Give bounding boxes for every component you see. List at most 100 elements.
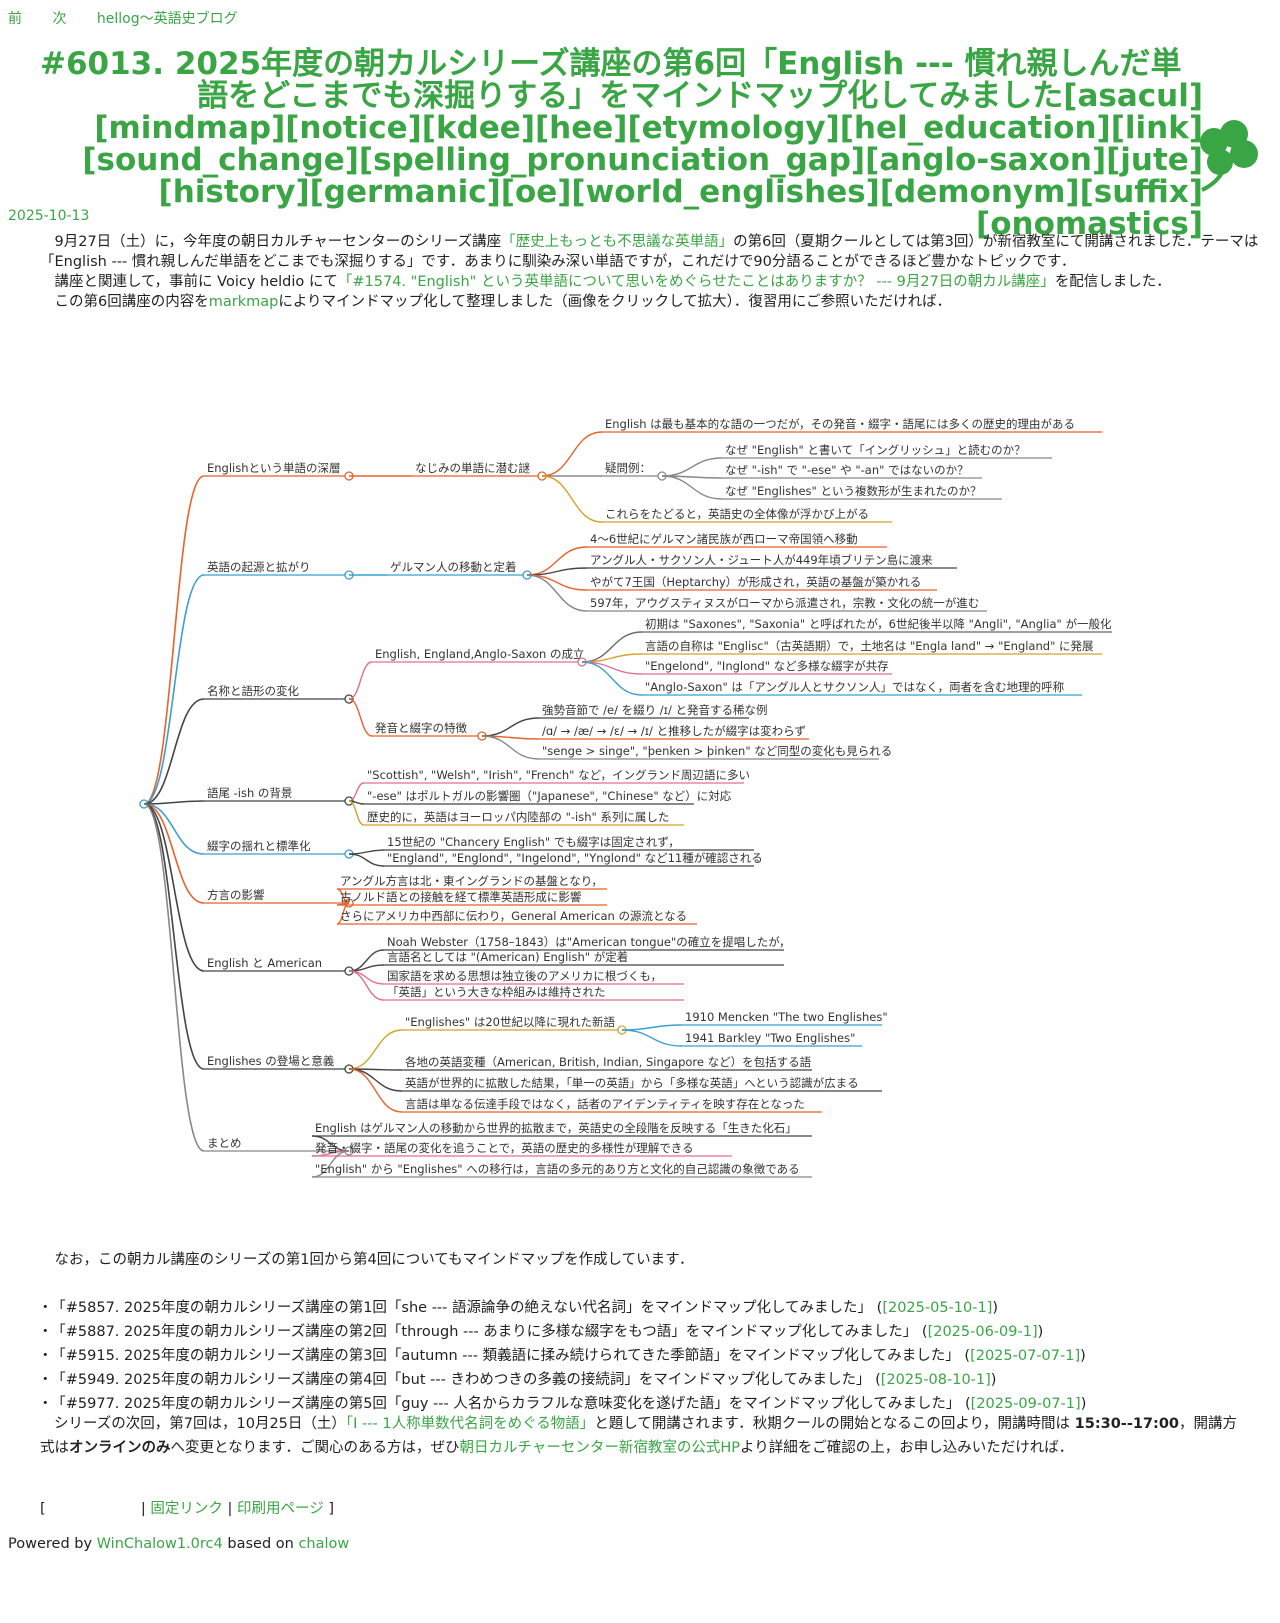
- mindmap-branch: まとめ: [207, 1136, 242, 1150]
- series-item-link[interactable]: [2025-09-07-1]: [970, 1396, 1081, 1412]
- after-intro: なお，この朝カル講座のシリーズの第1回から第4回についてもマインドマップを作成し…: [54, 1252, 694, 1268]
- mindmap-branch: 名称と語形の変化: [207, 684, 299, 698]
- mindmap-leaf: 国家語を求める思想は独立後のアメリカに根づくも，: [387, 969, 662, 983]
- mindmap-leaf: "senge > singe", "þenken > þinken" など同型の…: [542, 744, 892, 758]
- mindmap-leaf: "English" から "Englishes" への移行は，言語の多元的あり方…: [315, 1162, 800, 1176]
- mindmap-leaf: 英語が世界的に拡散した結果，「単一の英語」から「多様な英語」へという認識が広まる: [405, 1076, 859, 1090]
- mindmap-edge: [481, 735, 540, 760]
- mindmap-leaf: Noah Webster（1758–1843）は"American tongue…: [387, 935, 791, 949]
- text: 9月27日（土）に，今年度の朝日カルチャーセンターのシリーズ講座: [54, 234, 502, 250]
- mindmap-leaf: アングル方言は北・東イングランドの基盤となり，: [340, 874, 603, 888]
- mindmap-leaf: "Anglo-Saxon" は「アングル人とサクソン人」ではなく，両者を含む地理…: [645, 680, 1065, 694]
- mindmap-leaf: やがて7王国（Heptarchy）が形成され，英語の基盤が築かれる: [590, 575, 921, 589]
- post-body: 9月27日（土）に，今年度の朝日カルチャーセンターのシリーズ講座「歴史上もっとも…: [40, 232, 1262, 312]
- powered-by: Powered by WinChalow1.0rc4 based on chal…: [8, 1536, 349, 1552]
- mindmap-branch: English と American: [207, 956, 322, 970]
- mindmap-edge: [541, 431, 603, 477]
- series-link[interactable]: 「歴史上もっとも不思議な英単語」: [501, 234, 734, 250]
- mindmap-edge: [526, 574, 588, 591]
- next-link[interactable]: 次: [52, 11, 67, 27]
- mindmap-edge: [661, 475, 723, 500]
- mindmap-subnode: "Englishes" は20世紀以降に現れた新語: [405, 1015, 615, 1029]
- winchalow-link[interactable]: WinChalow1.0rc4: [96, 1536, 223, 1552]
- series-item-text: 「#5949. 2025年度の朝カルシリーズ講座の第4回「but --- きわめ…: [58, 1372, 881, 1388]
- series-item-link[interactable]: [2025-05-10-1]: [882, 1300, 993, 1316]
- mindmap-edge: [481, 717, 540, 737]
- mindmap-leaf: 発音・綴字・語尾の変化を追うことで，英語の歴史的多様性が理解できる: [315, 1141, 693, 1155]
- text: より詳細をご確認の上，お申し込みいただければ．: [740, 1440, 1074, 1456]
- text: を配信しました．: [1054, 274, 1171, 290]
- text: based on: [227, 1536, 294, 1552]
- mindmap-leaf: なぜ "Englishes" という複数形が生まれたのか？: [725, 484, 981, 498]
- text: と題して開講されます．秋期クールの開始となるこの回より，開講時間は: [594, 1416, 1071, 1432]
- clover-icon: [1200, 120, 1258, 192]
- print-page-link[interactable]: 印刷用ページ: [237, 1501, 324, 1517]
- mindmap-edge: [348, 1029, 403, 1070]
- mindmap-edge: [348, 970, 385, 1001]
- mindmap-leaf: 15世紀の "Chancery English" でも綴字は固定されず，: [387, 835, 680, 849]
- series-item-close: ): [992, 1300, 999, 1316]
- prev-link[interactable]: 前: [8, 11, 22, 27]
- mindmap-branch: Englishes の登場と意義: [207, 1054, 335, 1068]
- mindmap-leaf: 1941 Barkley "Two Englishes": [685, 1031, 855, 1045]
- mindmap-edge: [143, 803, 205, 904]
- text: この第6回講座の内容を: [54, 294, 209, 310]
- next-session-link[interactable]: 「I --- 1人称単数代名詞をめぐる物語」: [345, 1416, 595, 1432]
- mindmap-edge: [143, 803, 205, 1070]
- paragraph-2: 講座と関連して，事前に Voicy heldio にて「#1574. "Engl…: [40, 272, 1262, 292]
- mindmap-branch: 綴字の揺れと標準化: [207, 839, 311, 853]
- post-date: 2025-10-13: [8, 208, 90, 224]
- mindmap-edge: [621, 1029, 683, 1047]
- blog-home-link[interactable]: hellog～英語史ブログ: [96, 11, 238, 27]
- mindmap-subnode: ゲルマン人の移動と定着: [390, 560, 517, 574]
- post-title-rest: 語をどこまでも深掘りする」をマインドマップ化してみました[asacul][min…: [82, 78, 1203, 242]
- mindmap-leaf: "Scottish", "Welsh", "Irish", "French" な…: [367, 768, 750, 782]
- series-item-link[interactable]: [2025-07-07-1]: [970, 1348, 1081, 1364]
- mindmap-edge: [661, 457, 723, 477]
- mindmap-leaf: 言語名としては "(American) English" が定着: [387, 950, 628, 964]
- mindmap-edge: [143, 475, 205, 805]
- series-item-text: 「#5915. 2025年度の朝カルシリーズ講座の第3回「autumn --- …: [58, 1348, 971, 1364]
- series-item-link[interactable]: [2025-08-10-1]: [880, 1372, 991, 1388]
- mindmap-leaf: "England", "Englond", "Ingelond", "Ynglo…: [387, 851, 763, 865]
- mindmap-edge: [581, 661, 643, 696]
- post-title-line1: #6013. 2025年度の朝カルシリーズ講座の第6回「English --- …: [40, 46, 1182, 82]
- mindmap-edge: [526, 574, 588, 612]
- series-list-item: 「#5949. 2025年度の朝カルシリーズ講座の第4回「but --- きわめ…: [58, 1368, 1262, 1392]
- markmap-link[interactable]: markmap: [208, 294, 279, 310]
- mindmap-edge: [621, 1024, 683, 1031]
- series-list-item: 「#5977. 2025年度の朝カルシリーズ講座の第5回「guy --- 人名か…: [59, 1392, 1262, 1416]
- mindmap-leaf: 歴史的に，英語はヨーロッパ内陸部の "-ish" 系列に属した: [367, 810, 669, 824]
- mindmap-leaf: 「英語」という大きな枠組みは維持された: [387, 985, 606, 999]
- series-list-item: 「#5857. 2025年度の朝カルシリーズ講座の第1回「she --- 語源論…: [59, 1296, 1262, 1320]
- mindmap-leaf: "Engelond", "Inglond" など多様な綴字が共存: [645, 659, 889, 673]
- mindmap-leaf: English はゲルマン人の移動から世界的拡散まで，英語史の全段階を反映する「…: [315, 1121, 797, 1135]
- series-item-close: ): [1080, 1396, 1087, 1412]
- mindmap-subnode: English, England,Anglo-Saxon の成立: [375, 647, 585, 661]
- text: へ変更となります．ご関心のある方は，ぜひ: [170, 1440, 460, 1456]
- mindmap-edge: [143, 803, 205, 855]
- mindmap-subnode: 疑問例：: [605, 461, 651, 475]
- mindmap-leaf: 1910 Mencken "The two Englishes": [685, 1010, 888, 1024]
- permalink[interactable]: 固定リンク: [150, 1501, 223, 1517]
- mindmap-leaf: さらにアメリカ中西部に伝わり，General American の源流となる: [340, 909, 687, 923]
- chalow-link[interactable]: chalow: [298, 1536, 350, 1552]
- paragraph-1: 9月27日（土）に，今年度の朝日カルチャーセンターのシリーズ講座「歴史上もっとも…: [40, 232, 1262, 272]
- mindmap-leaf: 言語は単なる伝達手段ではなく，話者のアイデンティティを映す存在となった: [405, 1097, 805, 1111]
- series-list-item: 「#5915. 2025年度の朝カルシリーズ講座の第3回「autumn --- …: [58, 1344, 1262, 1368]
- text: ，開講方式は: [40, 1416, 1238, 1456]
- mindmap-leaf: 古ノルド語との接触を経て標準英語形成に影響: [340, 890, 581, 904]
- paragraph-3: この第6回講座の内容をmarkmapによりマインドマップ化して整理しました（画像…: [40, 292, 1262, 312]
- mindmap-leaf: 4〜6世紀にゲルマン諸民族が西ローマ帝国領へ移動: [590, 532, 858, 546]
- mindmap-leaf: 初期は "Saxones", "Saxonia" と呼ばれたが，6世紀後半以降 …: [645, 617, 1112, 631]
- mindmap-branch: Englishという単語の深層: [207, 461, 341, 475]
- series-item-link[interactable]: [2025-06-09-1]: [927, 1324, 1038, 1340]
- mindmap-edge: [348, 698, 373, 737]
- heldio-link[interactable]: 「#1574. "English" という英単語について思いをめぐらせたことはあ…: [337, 274, 1055, 290]
- asahi-hp-link[interactable]: 朝日カルチャーセンター新宿教室の公式HP: [459, 1440, 740, 1456]
- top-navigation: 前 次 hellog～英語史ブログ: [8, 8, 264, 28]
- mindmap-leaf: "-ese" はポルトガルの影響圏（"Japanese", "Chinese" …: [367, 789, 732, 803]
- mindmap-subnode: なじみの単語に潜む謎: [415, 461, 530, 475]
- mindmap-leaf: /ɑ/ → /æ/ → /ɛ/ → /ɪ/ と推移したが綴字は変わらず: [542, 724, 806, 738]
